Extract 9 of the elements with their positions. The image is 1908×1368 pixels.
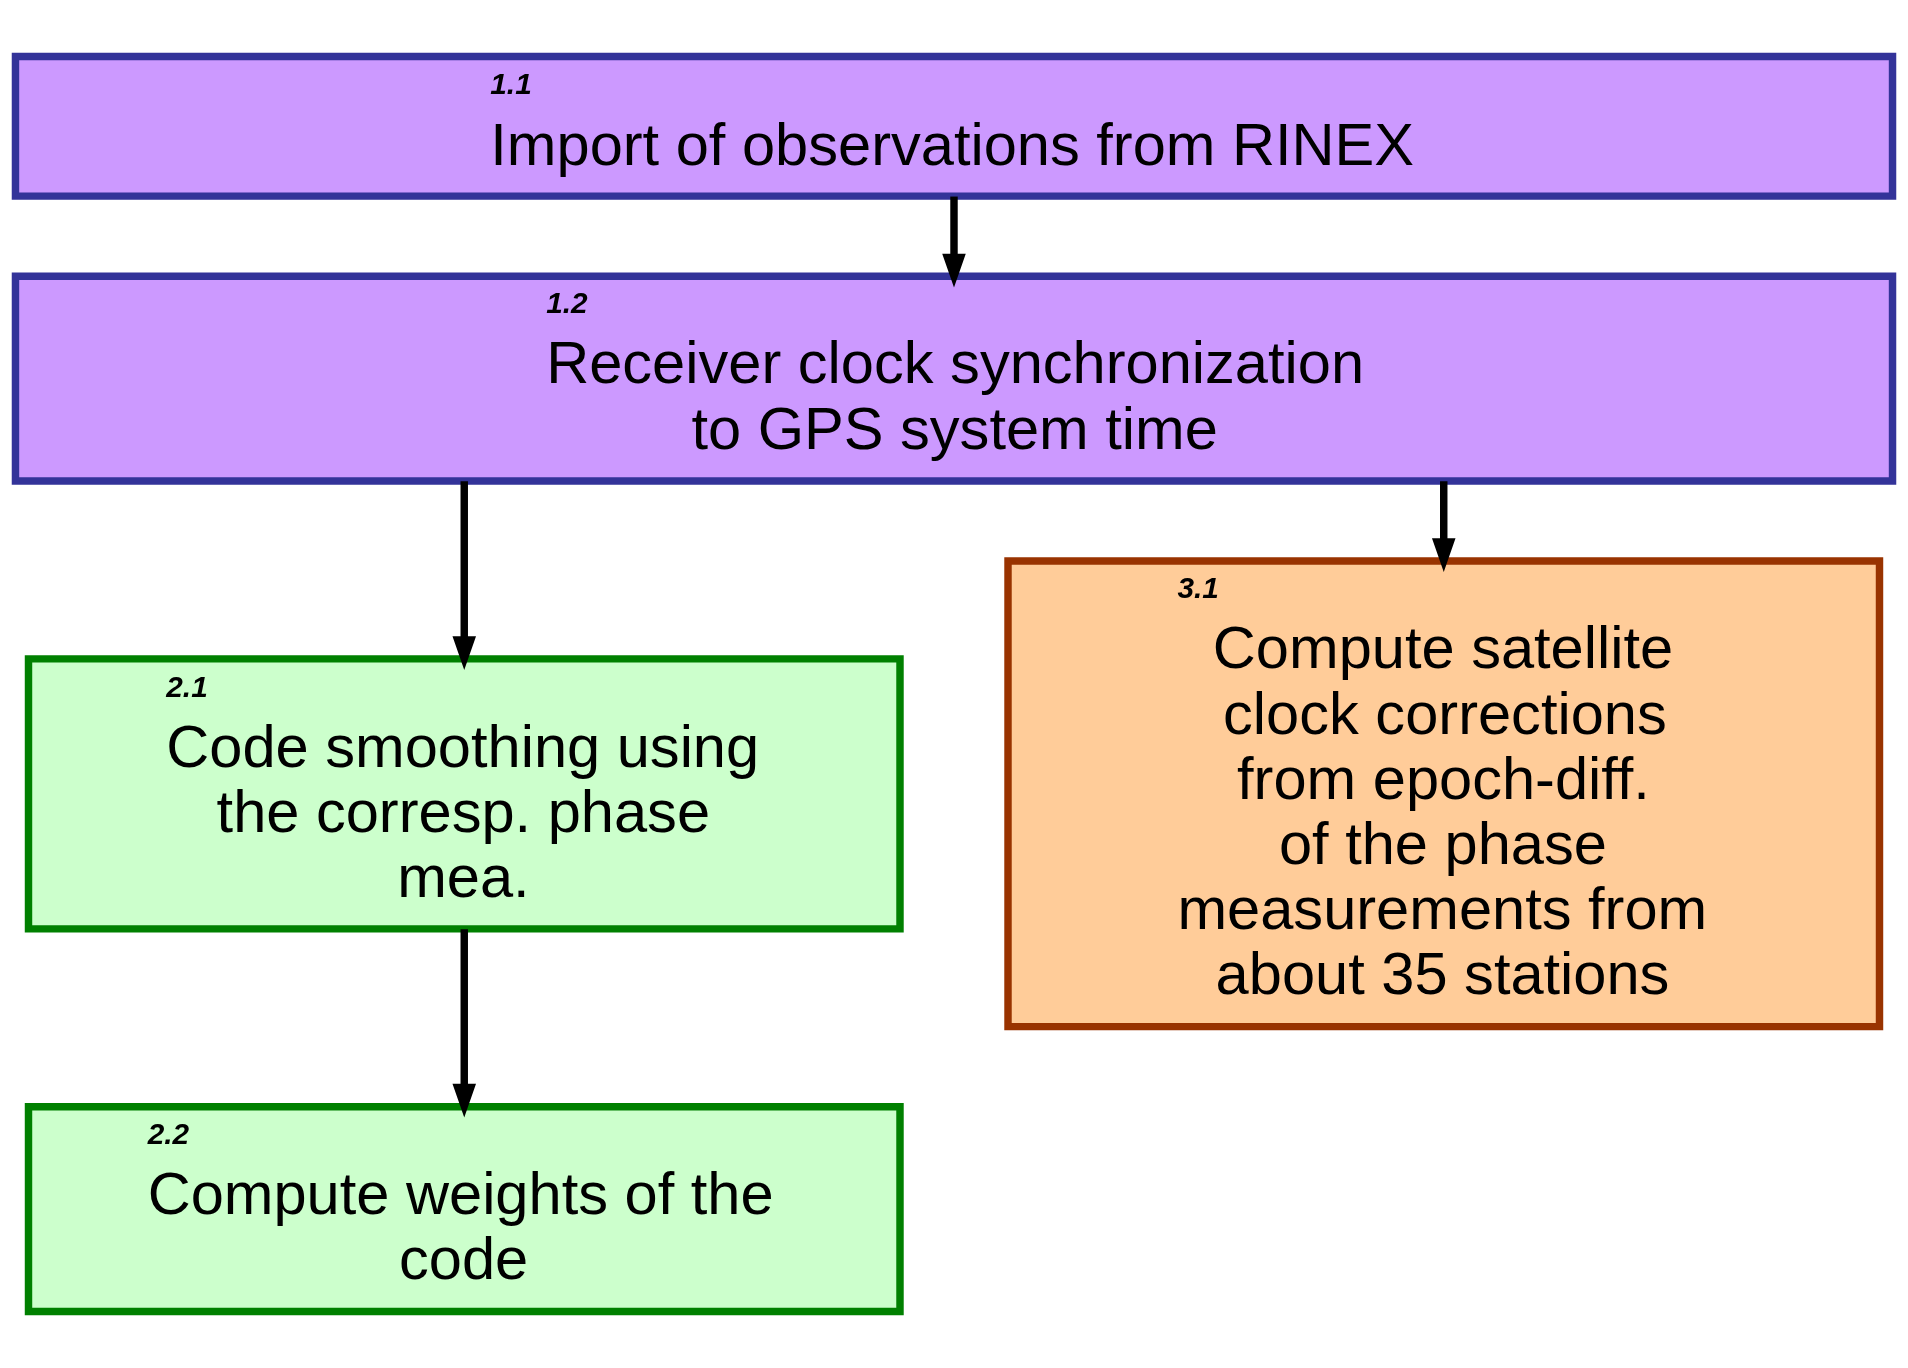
node-box: 2.2 Compute weights of the code (24, 1103, 904, 1316)
arrow (942, 196, 966, 288)
node-box: 1.2 Receiver clock synchronization to GPS system time (11, 272, 1897, 485)
arrow (1431, 481, 1456, 572)
node-box: 2.1 Code smoothing using the corresp. phase mea. (24, 655, 904, 933)
node-box: 3.1 Compute satellite clock corrections from epoch-diff. of the phase measurements from about 35 stations (1004, 557, 1884, 1031)
arrow (452, 929, 477, 1118)
node-box: 1.1 Import of observations from RINEX (11, 52, 1897, 200)
arrow (452, 481, 477, 670)
